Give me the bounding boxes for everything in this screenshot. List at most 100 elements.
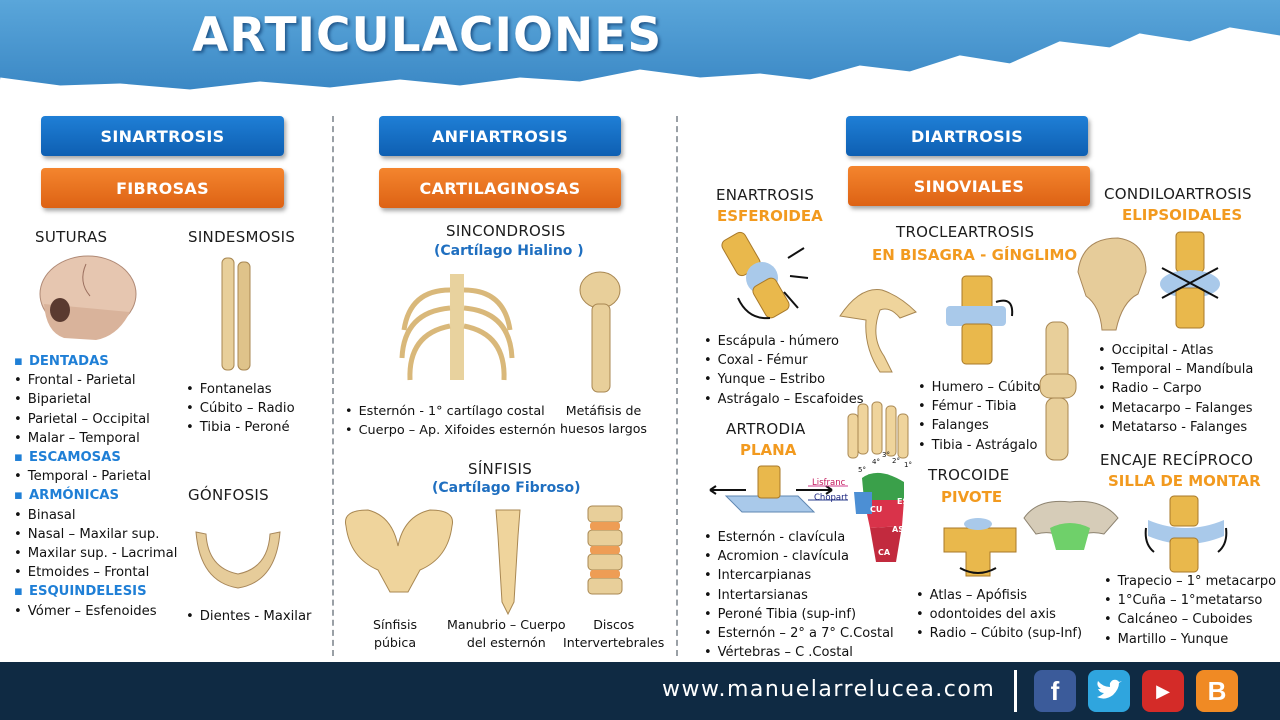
list-item: 1°Cuña – 1°metatarso bbox=[1104, 591, 1276, 610]
youtube-icon[interactable]: ▶ bbox=[1142, 670, 1184, 712]
list-item: Esternón - clavícula bbox=[704, 528, 894, 547]
metatarsal-4-label: 4° bbox=[872, 458, 880, 466]
artrodia-subtitle: PLANA bbox=[740, 441, 797, 459]
list-item: Biparietal bbox=[14, 390, 177, 409]
metatarsal-2-label: 2° bbox=[892, 457, 900, 465]
foot-skeleton-illustration bbox=[808, 401, 909, 562]
list-item: Occipital - Atlas bbox=[1098, 341, 1253, 360]
encaje-heading: ENCAJE RECÍPROCO bbox=[1100, 451, 1254, 469]
list-item: Cúbito – Radio bbox=[186, 399, 295, 418]
saddle-joint-illustration bbox=[1144, 495, 1228, 573]
enartrosis-subtitle: ESFEROIDEA bbox=[717, 207, 823, 225]
trocoide-heading: TROCOIDE bbox=[928, 466, 1010, 484]
list-item: Metatarso - Falanges bbox=[1098, 418, 1253, 437]
rib-cage-illustration bbox=[399, 274, 515, 381]
list-item: Esternón - 1° cartílago costal bbox=[345, 402, 556, 421]
discos-caption: Discos Intervertebrales bbox=[563, 617, 665, 650]
footer-divider bbox=[1014, 670, 1017, 712]
trocoide-subtitle: PIVOTE bbox=[941, 488, 1003, 506]
encaje-list: Trapecio – 1° metacarpo 1°Cuña – 1°metat… bbox=[1104, 572, 1276, 649]
list-item: Tibia - Peroné bbox=[186, 418, 295, 437]
troclear-list: Humero – Cúbito Fémur - Tibia Falanges T… bbox=[918, 378, 1041, 455]
list-item: Radio – Carpo bbox=[1098, 379, 1253, 398]
list-item: Radio – Cúbito (sup-Inf) bbox=[916, 624, 1082, 643]
twitter-icon[interactable] bbox=[1088, 670, 1130, 712]
list-item: Fémur - Tibia bbox=[918, 397, 1040, 416]
list-item: Nasal – Maxilar sup. bbox=[14, 525, 177, 544]
sincondrosis-list: Esternón - 1° cartílago costal Cuerpo – … bbox=[345, 402, 556, 440]
list-item: ESQUINDELESIS bbox=[14, 582, 177, 601]
list-item: Peroné Tibia (sup-inf) bbox=[704, 605, 894, 624]
diartrosis-label: DIARTROSIS bbox=[846, 116, 1088, 156]
list-item: Trapecio – 1° metacarpo bbox=[1104, 572, 1276, 591]
sinfisis-subtitle: (Cartílago Fibroso) bbox=[432, 480, 581, 496]
condyloid-joint-illustration bbox=[1160, 231, 1220, 329]
knee-illustration bbox=[1039, 321, 1077, 461]
list-item: Tibia - Astrágalo bbox=[918, 436, 1040, 455]
sinfisis-heading: SÍNFISIS bbox=[468, 460, 533, 478]
list-item: ESCAMOSAS bbox=[14, 448, 177, 467]
sternum-illustration bbox=[495, 509, 521, 616]
list-item: Yunque – Estribo bbox=[704, 370, 864, 389]
website-link[interactable]: www.manuelarrelucea.com bbox=[662, 677, 996, 702]
list-item: Parietal – Occipital bbox=[14, 410, 177, 429]
gonfosis-heading: GÓNFOSIS bbox=[188, 486, 269, 504]
troclear-subtitle: EN BISAGRA - GÍNGLIMO bbox=[872, 246, 1078, 264]
skull-illustration bbox=[39, 255, 137, 340]
list-item: Escápula - húmero bbox=[704, 332, 864, 351]
list-item: Falanges bbox=[918, 416, 1040, 435]
radius-ulna-illustration bbox=[221, 257, 251, 371]
artrodia-list: Esternón - clavícula Acromion - clavícul… bbox=[704, 528, 894, 662]
metatarsal-3-label: 3° bbox=[882, 451, 890, 459]
facebook-icon[interactable]: f bbox=[1034, 670, 1076, 712]
list-item: Binasal bbox=[14, 506, 177, 525]
artrodia-heading: ARTRODIA bbox=[726, 420, 806, 438]
metatarsal-5-label: 5° bbox=[858, 466, 866, 474]
plane-joint-illustration bbox=[709, 465, 833, 513]
sinoviales-label: SINOVIALES bbox=[848, 166, 1090, 206]
sindesmosis-list: Fontanelas Cúbito – Radio Tibia - Peroné bbox=[186, 380, 295, 438]
list-item: DENTADAS bbox=[14, 352, 177, 371]
condilo-list: Occipital - Atlas Temporal – Mandíbula R… bbox=[1098, 341, 1254, 437]
list-item: ARMÓNICAS bbox=[14, 486, 177, 505]
chopart-label: Chopart bbox=[814, 493, 848, 503]
list-item: Temporal – Mandíbula bbox=[1098, 360, 1254, 379]
ossicles-illustration bbox=[839, 289, 917, 373]
list-item: Humero – Cúbito bbox=[918, 378, 1041, 397]
cartilaginosas-label: CARTILAGINOSAS bbox=[379, 168, 621, 208]
hinge-joint-illustration bbox=[946, 275, 1014, 365]
ball-joint-illustration bbox=[721, 231, 809, 320]
page-title: ARTICULACIONES bbox=[192, 8, 663, 63]
condilo-subtitle: ELIPSOIDALES bbox=[1122, 206, 1243, 224]
list-item: Acromion - clavícula bbox=[704, 547, 894, 566]
list-item: Martillo – Yunque bbox=[1104, 630, 1276, 649]
list-item: Maxilar sup. - Lacrimal bbox=[14, 544, 178, 563]
gonfosis-list: Dientes - Maxilar bbox=[186, 607, 312, 626]
encaje-subtitle: SILLA DE MONTAR bbox=[1108, 472, 1261, 490]
list-item: Esternón – 2° a 7° C.Costal bbox=[704, 624, 894, 643]
list-item: odontoides del axis bbox=[916, 605, 1082, 624]
es-label: ES bbox=[897, 497, 909, 506]
manubrio-caption: Manubrio – Cuerpo del esternón bbox=[447, 617, 566, 650]
list-item: Malar – Temporal bbox=[14, 429, 177, 448]
list-item: Intertarsianas bbox=[704, 586, 894, 605]
cu-label: CU bbox=[870, 505, 883, 514]
list-item: Frontal - Parietal bbox=[14, 371, 177, 390]
ca-label: CA bbox=[878, 548, 891, 557]
column-divider bbox=[332, 116, 334, 656]
column-divider bbox=[676, 116, 678, 656]
list-item: Atlas – Apófisis bbox=[916, 586, 1082, 605]
sinartrosis-label: SINARTROSIS bbox=[41, 116, 284, 156]
list-item: Dientes - Maxilar bbox=[186, 607, 312, 626]
pelvis-illustration bbox=[344, 509, 454, 593]
femur-illustration bbox=[579, 271, 621, 393]
spine-illustration bbox=[587, 505, 623, 595]
blogger-icon[interactable]: B bbox=[1196, 670, 1238, 712]
atlas-axis-illustration bbox=[1023, 500, 1119, 550]
enartrosis-list: Escápula - húmero Coxal - Fémur Yunque –… bbox=[704, 332, 864, 409]
list-item: Metacarpo – Falanges bbox=[1098, 399, 1253, 418]
list-item: Temporal - Parietal bbox=[14, 467, 177, 486]
as-label: AS bbox=[892, 525, 904, 534]
suturas-heading: SUTURAS bbox=[35, 228, 108, 246]
condilo-heading: CONDILOARTROSIS bbox=[1104, 185, 1252, 203]
